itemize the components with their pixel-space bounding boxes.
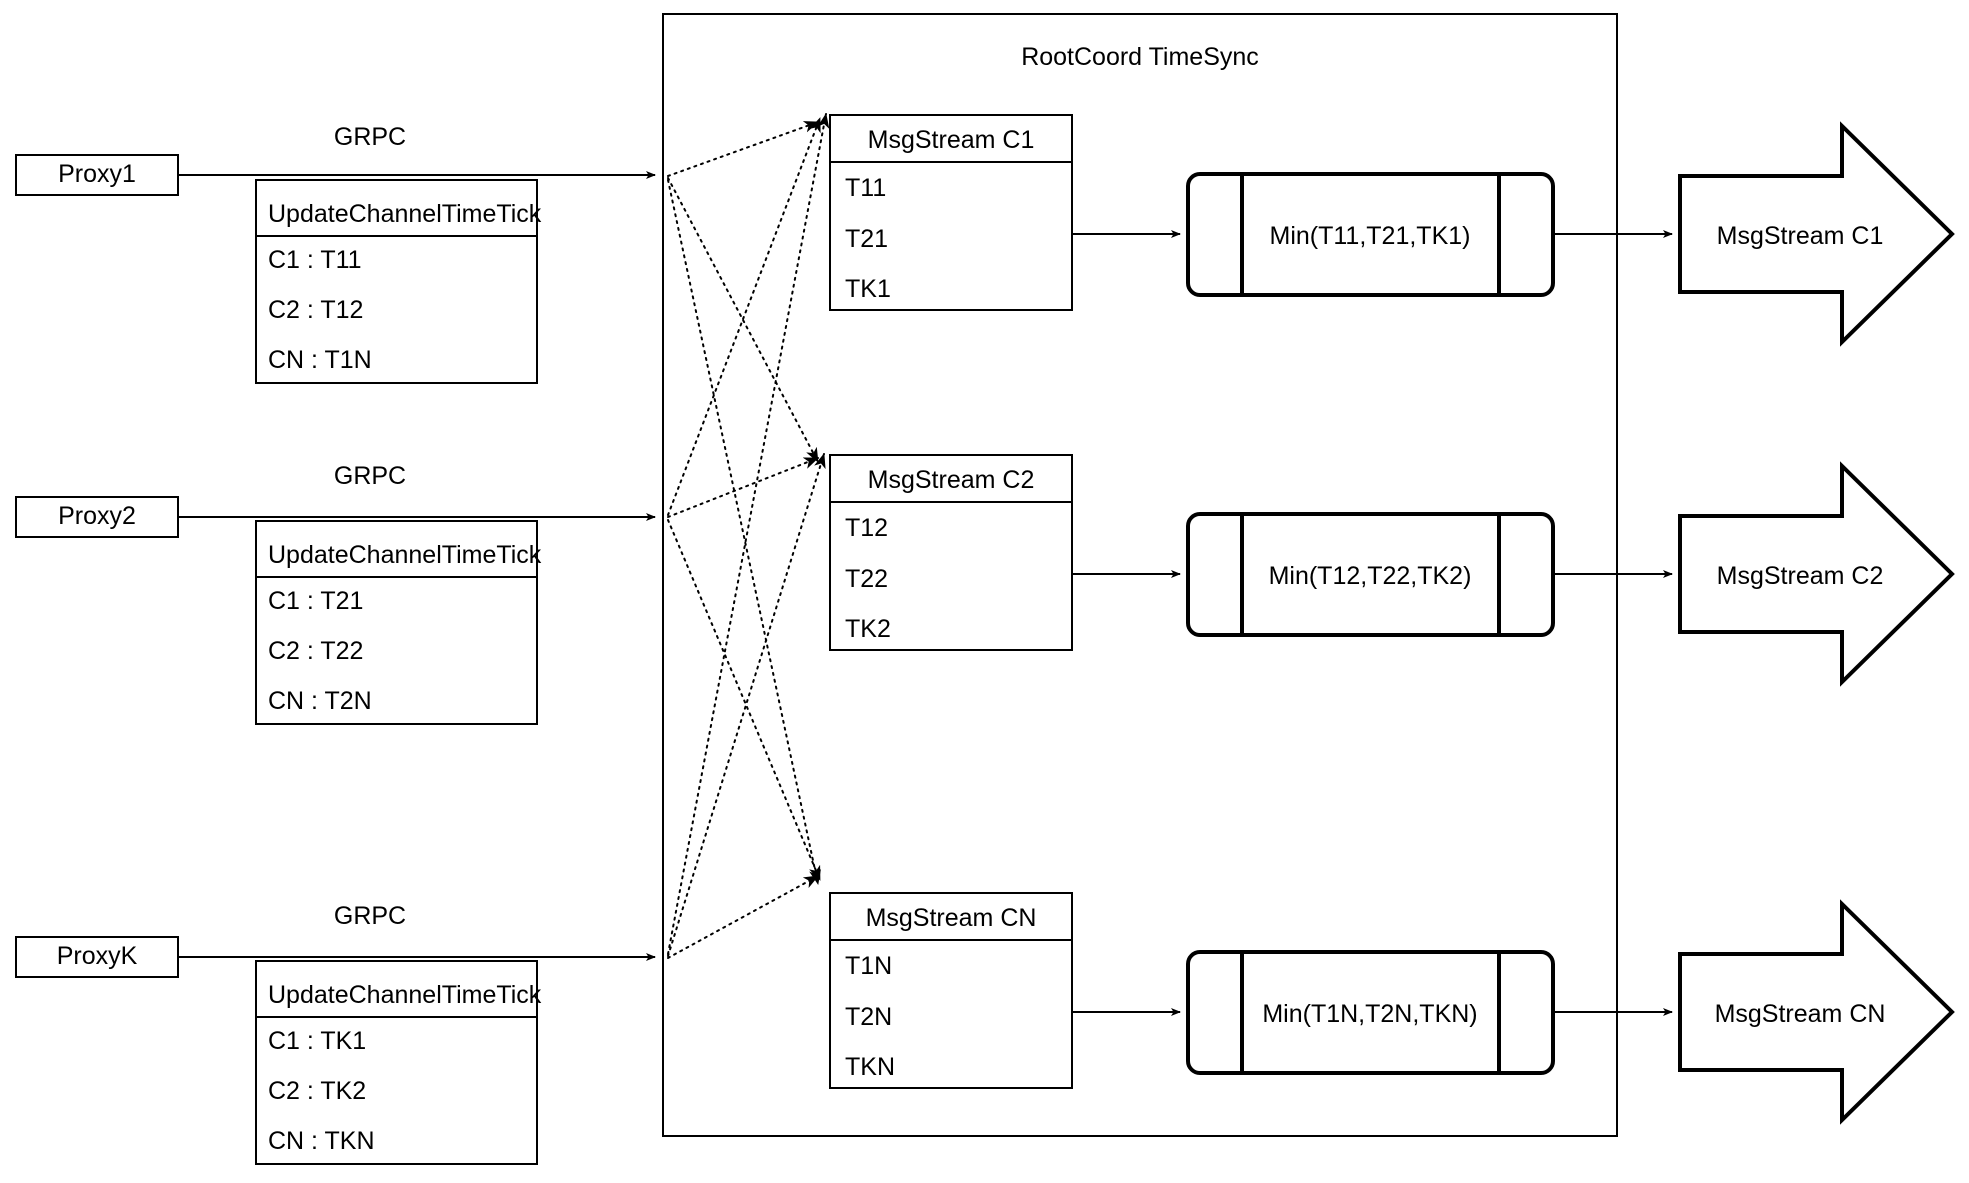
update-channel-timetick-box-1 [255,179,538,384]
rootcoord-timesync-title: RootCoord TimeSync [1021,43,1259,71]
update-channel-timetick-row-1-2: C2 : T12 [268,296,363,324]
msgstream-row-1-3: TK1 [845,275,891,303]
grpc-label-1: GRPC [334,123,406,151]
msgstream-row-1-2: T21 [845,225,888,253]
msgstream-row-3-3: TKN [845,1053,895,1081]
msgstream-row-3-2: T2N [845,1003,892,1031]
proxy-box-1[interactable] [15,154,179,196]
msgstream-row-2-3: TK2 [845,615,891,643]
msgstream-title-1: MsgStream C1 [868,126,1035,154]
min-process-label-3: Min(T1N,T2N,TKN) [1262,1000,1477,1028]
proxy-label-1: Proxy1 [58,160,136,188]
channel-group-2: MsgStream C2 T12 T22 TK2 Min(T12,T22,TK2… [829,454,1955,687]
proxy-box-2[interactable] [15,496,179,538]
update-channel-timetick-box-3 [255,960,538,1165]
msgstream-row-3-1: T1N [845,952,892,980]
output-block-arrow-2 [1678,461,1955,687]
msgstream-title-2: MsgStream C2 [868,466,1035,494]
update-channel-timetick-row-1-3: CN : T1N [268,346,372,374]
fanout-dotted-1-to-c1 [667,121,819,177]
msgstream-row-2-1: T12 [845,514,888,542]
update-channel-timetick-row-3-1: C1 : TK1 [268,1027,366,1055]
output-label-1: MsgStream C1 [1717,222,1884,250]
grpc-label-2: GRPC [334,462,406,490]
fanout-dotted-2-to-cn [667,519,821,881]
msgstream-box-1 [829,114,1073,311]
update-channel-timetick-title-2: UpdateChannelTimeTick [268,541,542,569]
proxy-box-3[interactable] [15,936,179,978]
update-channel-timetick-row-2-3: CN : T2N [268,687,372,715]
update-channel-timetick-title-3: UpdateChannelTimeTick [268,981,542,1009]
update-channel-timetick-row-3-3: CN : TKN [268,1127,375,1155]
min-process-label-2: Min(T12,T22,TK2) [1269,562,1472,590]
msgstream-title-3: MsgStream CN [866,904,1037,932]
fanout-dotted-3-to-c1 [667,113,830,955]
fanout-dotted-2-to-c2 [667,457,819,518]
msgstream-box-3 [829,892,1073,1089]
output-label-2: MsgStream C2 [1717,562,1884,590]
proxy-label-2: Proxy2 [58,502,136,530]
fanout-dotted-1-to-cn [667,179,821,885]
proxy-group-2: Proxy2 GRPC UpdateChannelTimeTick C1 : T… [15,462,656,725]
update-channel-timetick-row-1-1: C1 : T11 [268,246,362,274]
fanout-dotted-1-to-c2 [667,177,819,463]
output-block-arrow-1 [1678,121,1955,347]
update-channel-timetick-row-3-2: C2 : TK2 [268,1077,366,1105]
update-channel-timetick-row-2-1: C1 : T21 [268,587,363,615]
update-channel-timetick-box-2 [255,520,538,725]
fanout-dotted-3-to-cn [667,875,819,959]
update-channel-timetick-title-1: UpdateChannelTimeTick [268,200,542,228]
output-label-3: MsgStream CN [1715,1000,1886,1028]
fanout-dotted-connectors [667,113,830,959]
channel-group-3: MsgStream CN T1N T2N TKN Min(T1N,T2N,TKN… [829,892,1955,1125]
proxy-label-3: ProxyK [57,942,138,970]
msgstream-box-2 [829,454,1073,651]
proxy-group-3: ProxyK GRPC UpdateChannelTimeTick C1 : T… [15,902,656,1165]
min-process-label-1: Min(T11,T21,TK1) [1270,222,1471,250]
channel-group-1: MsgStream C1 T11 T21 TK1 Min(T11,T21,TK1… [829,114,1955,347]
update-channel-timetick-row-2-2: C2 : T22 [268,637,363,665]
msgstream-row-2-2: T22 [845,565,888,593]
msgstream-row-1-1: T11 [845,174,886,202]
grpc-label-3: GRPC [334,902,406,930]
output-block-arrow-3 [1678,899,1955,1125]
proxy-group-1: Proxy1 GRPC UpdateChannelTimeTick C1 : T… [15,123,656,384]
fanout-dotted-2-to-c1 [667,117,821,516]
